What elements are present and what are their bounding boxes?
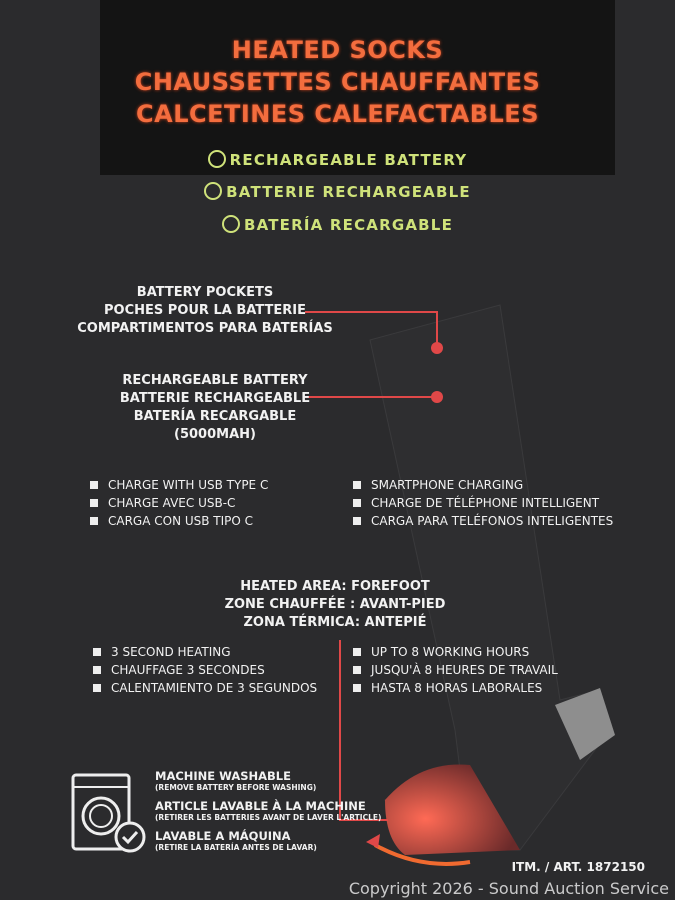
wash-item-es: LAVABLE A MÁQUINA(RETIRE LA BATERÍA ANTE…: [155, 829, 381, 853]
feature-item: CHARGE WITH USB TYPE C: [90, 476, 268, 494]
wash-note: (REMOVE BATTERY BEFORE WASHING): [155, 783, 317, 792]
battery-line-text: BATERÍA RECARGABLE: [243, 216, 454, 234]
wash-note: (RETIRER LES BATTERIES AVANT DE LAVER L'…: [155, 813, 382, 822]
phone-feature-list: SMARTPHONE CHARGING CHARGE DE TÉLÉPHONE …: [353, 476, 613, 530]
title-en: HEATED SOCKS: [231, 36, 444, 64]
battery-line-es: BATERÍA RECARGABLE: [0, 215, 675, 234]
rechargeable-battery-callout: RECHARGEABLE BATTERY BATTERIE RECHARGEAB…: [70, 372, 360, 444]
feature-item: UP TO 8 WORKING HOURS: [353, 643, 558, 661]
feature-item: CHAUFFAGE 3 SECONDES: [93, 661, 317, 679]
battery-line-text: BATTERIE RECHARGEABLE: [226, 183, 471, 201]
feature-item: CARGA CON USB TIPO C: [90, 512, 268, 530]
feature-item: CHARGE DE TÉLÉPHONE INTELLIGENT: [353, 494, 613, 512]
washing-machine-icon: [71, 773, 146, 853]
heated-area-callout: HEATED AREA: FOREFOOT ZONE CHAUFFÉE : AV…: [180, 578, 490, 632]
battery-line-text: RECHARGEABLE BATTERY: [229, 151, 468, 169]
callout-line: BATERÍA RECARGABLE: [133, 409, 297, 424]
callout-line: BATTERY POCKETS: [136, 285, 274, 300]
callout-line: ZONA TÉRMICA: ANTEPIÉ: [243, 615, 427, 630]
title-fr: CHAUSSETTES CHAUFFANTES: [134, 68, 541, 96]
feature-item: JUSQU'À 8 HEURES DE TRAVAIL: [353, 661, 558, 679]
title-es: CALCETINES CALEFACTABLES: [136, 100, 539, 128]
battery-line-en: RECHARGEABLE BATTERY: [0, 150, 675, 169]
battery-pockets-callout: BATTERY POCKETS POCHES POUR LA BATTERIE …: [60, 284, 350, 338]
usb-feature-list: CHARGE WITH USB TYPE C CHARGE AVEC USB-C…: [90, 476, 268, 530]
wash-title: MACHINE WASHABLE: [155, 769, 291, 783]
feature-item: SMARTPHONE CHARGING: [353, 476, 613, 494]
feature-item: 3 SECOND HEATING: [93, 643, 317, 661]
feature-item: CHARGE AVEC USB-C: [90, 494, 268, 512]
callout-line: POCHES POUR LA BATTERIE: [104, 303, 306, 318]
hours-feature-list: UP TO 8 WORKING HOURS JUSQU'À 8 HEURES D…: [353, 643, 558, 697]
title-band: [100, 0, 615, 175]
wash-title: LAVABLE A MÁQUINA: [155, 829, 291, 843]
feature-item: CARGA PARA TELÉFONOS INTELIGENTES: [353, 512, 613, 530]
copyright-watermark: Copyright 2026 - Sound Auction Service: [348, 879, 669, 898]
battery-line-fr: BATTERIE RECHARGEABLE: [0, 182, 675, 201]
item-number: ITM. / ART. 1872150: [511, 860, 645, 874]
battery-icon: [221, 215, 240, 233]
feature-item: HASTA 8 HORAS LABORALES: [353, 679, 558, 697]
callout-line: ZONE CHAUFFÉE : AVANT-PIED: [224, 597, 446, 612]
wash-note: (RETIRE LA BATERÍA ANTES DE LAVAR): [155, 843, 317, 852]
wash-item-en: MACHINE WASHABLE(REMOVE BATTERY BEFORE W…: [155, 769, 381, 793]
battery-icon: [204, 182, 223, 200]
callout-line: RECHARGEABLE BATTERY: [122, 373, 308, 388]
wash-title: ARTICLE LAVABLE À LA MACHINE: [155, 799, 366, 813]
callout-line: (5000MAH): [174, 427, 256, 442]
check-circle-icon: [114, 821, 146, 853]
callout-line: HEATED AREA: FOREFOOT: [240, 579, 430, 594]
callout-line: BATTERIE RECHARGEABLE: [119, 391, 311, 406]
callout-line: COMPARTIMENTOS PARA BATERÍAS: [77, 321, 333, 336]
heating-feature-list: 3 SECOND HEATING CHAUFFAGE 3 SECONDES CA…: [93, 643, 317, 697]
machine-washable-info: MACHINE WASHABLE(REMOVE BATTERY BEFORE W…: [155, 769, 382, 853]
feature-item: CALENTAMIENTO DE 3 SEGUNDOS: [93, 679, 317, 697]
battery-icon: [207, 150, 226, 168]
wash-item-fr: ARTICLE LAVABLE À LA MACHINE(RETIRER LES…: [155, 799, 382, 823]
